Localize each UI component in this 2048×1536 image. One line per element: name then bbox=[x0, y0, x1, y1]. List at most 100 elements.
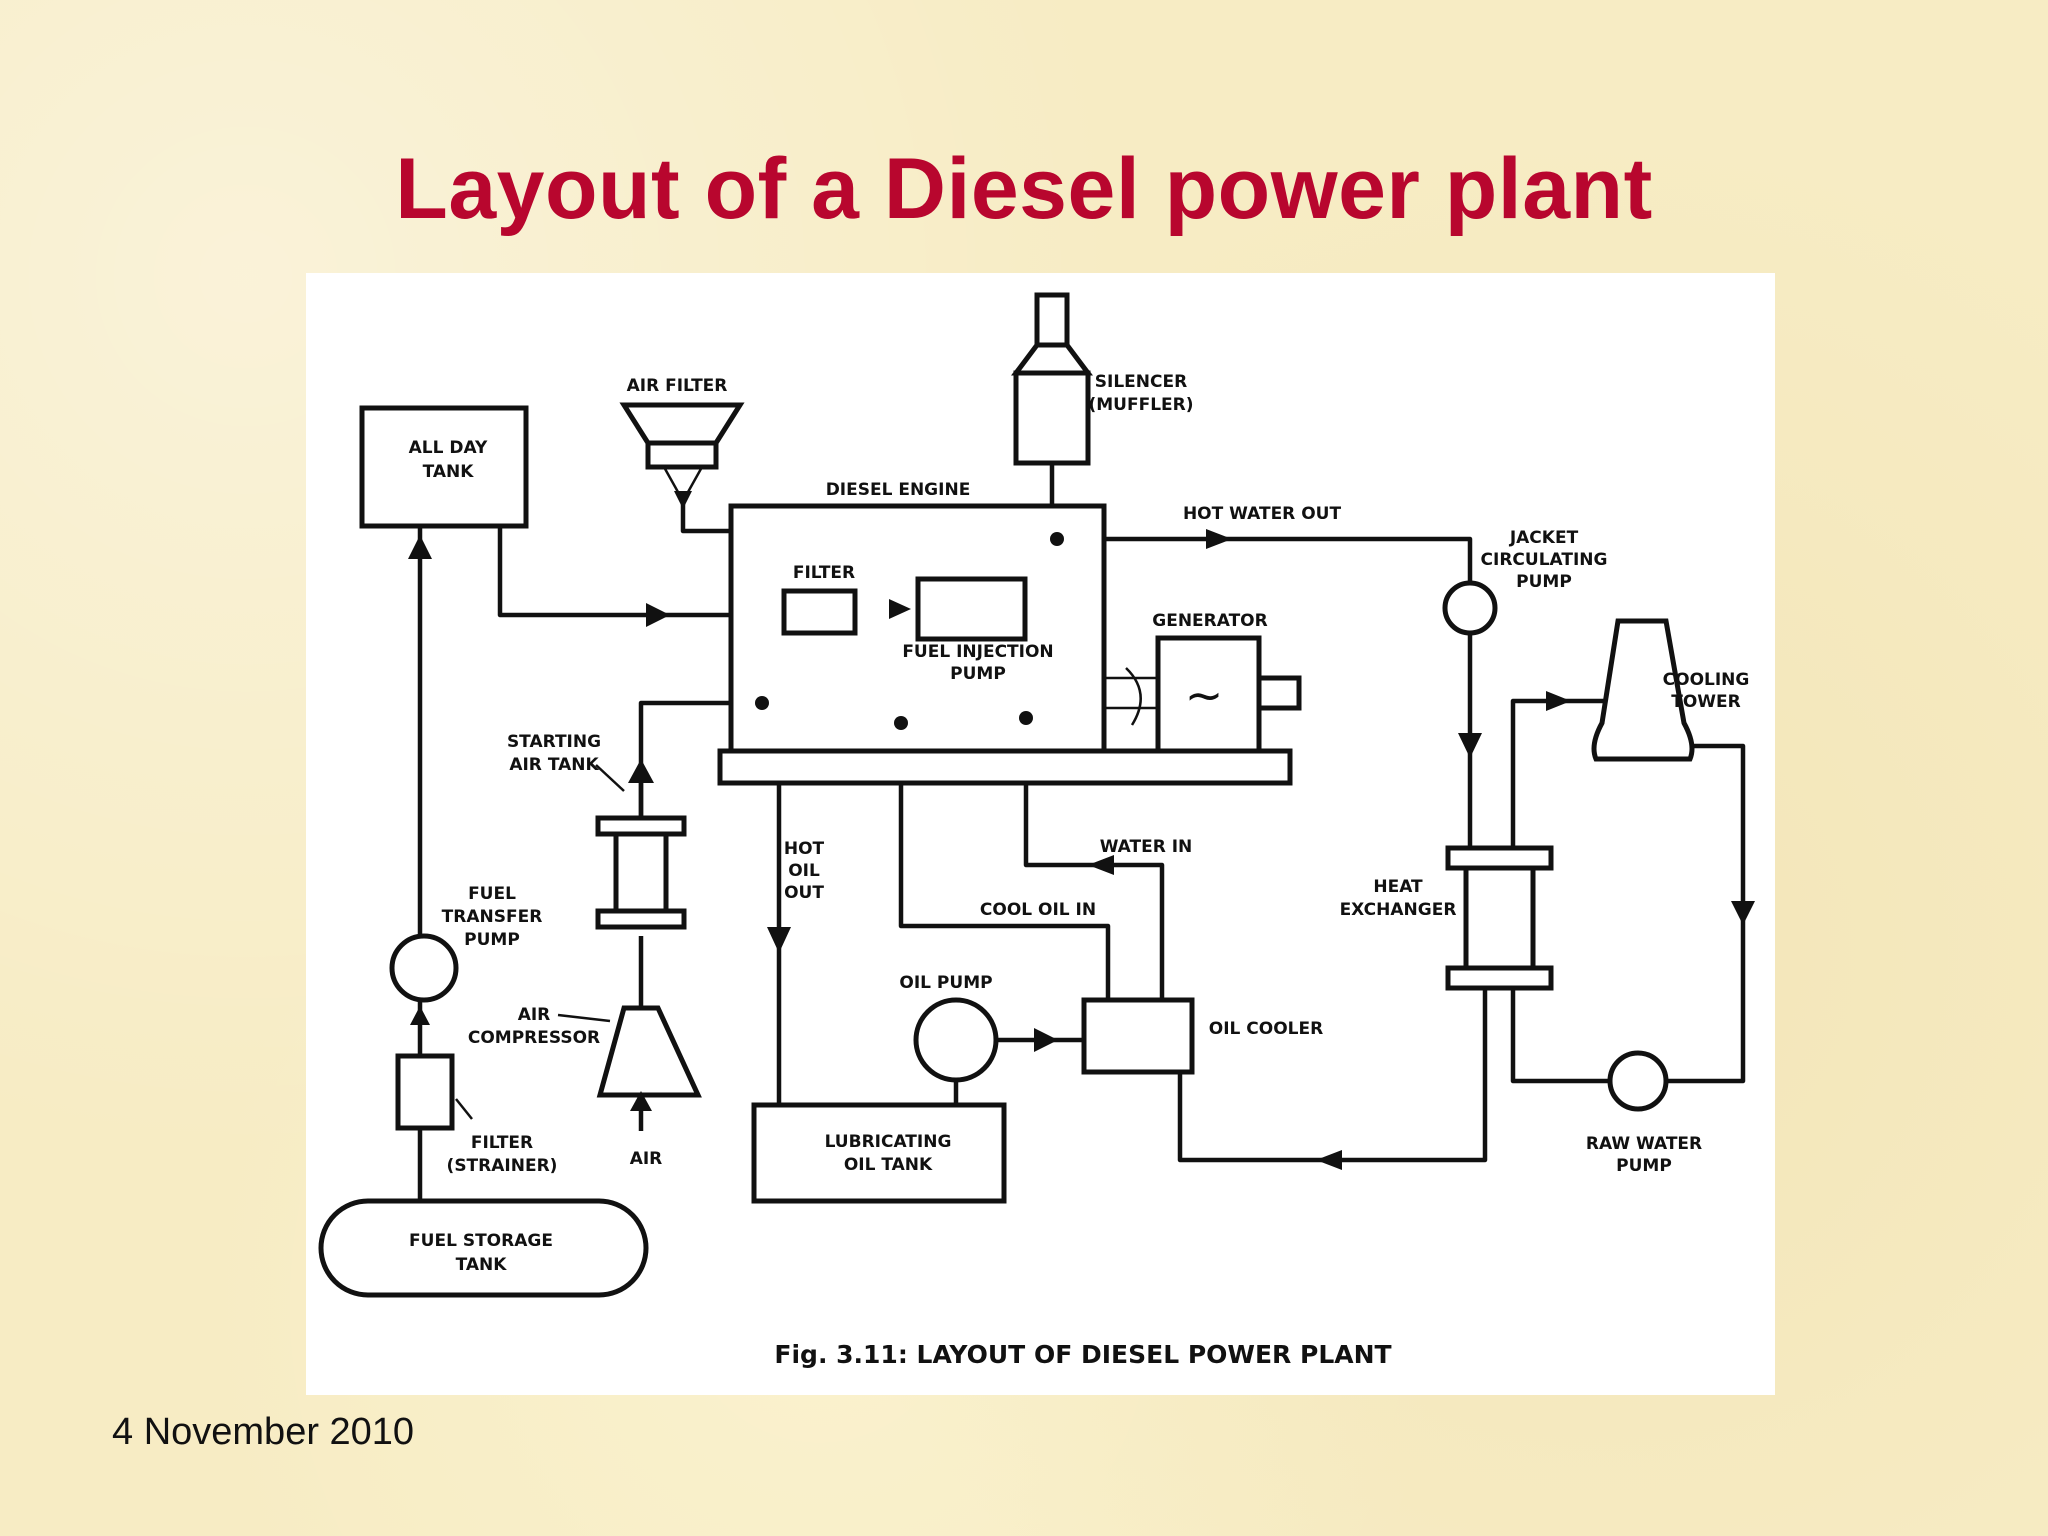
cool-oil-in-line bbox=[898, 723, 1111, 1000]
starting-air-port bbox=[755, 696, 769, 710]
hot-water-port bbox=[1050, 532, 1064, 546]
starting-air-tank-label-1: STARTING bbox=[507, 732, 601, 752]
oil-cooler-label: OIL COOLER bbox=[1209, 1019, 1323, 1039]
filter-strainer-label-1: FILTER bbox=[471, 1133, 533, 1153]
cooling-tower-label-2: TOWER bbox=[1671, 692, 1741, 712]
raw-water-pump-label-1: RAW WATER bbox=[1586, 1134, 1702, 1154]
air-compressor-label-2: COMPRESSOR bbox=[468, 1028, 600, 1048]
cool-oil-in-label: COOL OIL IN bbox=[980, 900, 1096, 920]
fuel-transfer-pump-label-1: FUEL bbox=[468, 884, 516, 904]
air-in-up-arrow bbox=[630, 1091, 652, 1111]
starting-air-tank-body bbox=[613, 831, 669, 914]
rotation-arrow bbox=[1125, 667, 1142, 726]
air-compressor-pointer bbox=[557, 1013, 611, 1023]
cooling-tower bbox=[1591, 618, 1695, 762]
filter-flow-arrow bbox=[889, 599, 911, 619]
tower-inlet-line bbox=[1510, 698, 1618, 848]
lubricating-oil-tank bbox=[751, 1102, 1007, 1204]
return-arrow bbox=[1316, 1150, 1342, 1170]
silencer-cone bbox=[1011, 342, 1093, 376]
coupling-lines bbox=[1106, 676, 1158, 710]
hot-oil-out-label-3: OUT bbox=[784, 883, 824, 903]
filter-strainer bbox=[395, 1053, 455, 1131]
generator bbox=[1155, 635, 1262, 754]
fuel-storage-tank-label-1: FUEL STORAGE bbox=[409, 1231, 553, 1251]
raw-water-down-arrow bbox=[1731, 901, 1755, 925]
air-filter-base bbox=[645, 440, 719, 470]
hot-water-arrow bbox=[1206, 529, 1232, 549]
oil-pump-arrow bbox=[1034, 1028, 1058, 1052]
day-tank-up-arrow bbox=[408, 535, 432, 559]
fuel-filter bbox=[781, 588, 858, 636]
diesel-engine-label: DIESEL ENGINE bbox=[826, 480, 971, 500]
generator-label: GENERATOR bbox=[1152, 611, 1267, 631]
starting-air-tank-label-2: AIR TANK bbox=[509, 755, 599, 775]
silencer-pipe bbox=[1034, 292, 1070, 348]
fuel-transfer-pump-label-3: PUMP bbox=[464, 930, 520, 950]
diesel-plant-diagram: ALL DAY TANK AIR FILTER SILENCER (MUFFLE… bbox=[318, 292, 1755, 1369]
fuel-injection-pump-label-1: FUEL INJECTION bbox=[902, 642, 1053, 662]
air-intake-line bbox=[680, 501, 731, 534]
hot-water-out-line bbox=[1057, 536, 1473, 583]
hx-to-oil-cooler-line bbox=[1177, 988, 1488, 1163]
silencer-label-2: (MUFFLER) bbox=[1088, 395, 1193, 415]
all-day-tank-label-1: ALL DAY bbox=[409, 438, 488, 458]
cooling-tower-label-1: COOLING bbox=[1663, 670, 1750, 690]
jacket-down-arrow bbox=[1458, 733, 1482, 758]
generator-symbol: ~ bbox=[1185, 668, 1224, 722]
engine-base-plate bbox=[717, 748, 1293, 786]
hot-oil-out-label-2: OIL bbox=[788, 861, 820, 881]
fuel-injection-pump-label-2: PUMP bbox=[950, 664, 1006, 684]
heat-exchanger-label-1: HEAT bbox=[1373, 877, 1423, 897]
fuel-storage-tank-label-2: TANK bbox=[456, 1255, 508, 1275]
water-in-label: WATER IN bbox=[1100, 837, 1193, 857]
cooling-tower-supply-line bbox=[1510, 988, 1610, 1084]
fuel-transfer-pump bbox=[389, 933, 459, 1003]
fuel-storage-tank bbox=[318, 1198, 649, 1298]
all-day-tank bbox=[359, 405, 529, 529]
cool-oil-port bbox=[894, 716, 908, 730]
oil-pump bbox=[913, 997, 999, 1083]
heat-exchanger-top-flange bbox=[1445, 845, 1554, 871]
air-filter-arrow bbox=[674, 491, 692, 509]
hot-oil-down-arrow bbox=[767, 927, 791, 953]
diagram-panel: ALL DAY TANK AIR FILTER SILENCER (MUFFLE… bbox=[306, 273, 1775, 1395]
fuel-transfer-pump-label-2: TRANSFER bbox=[442, 907, 543, 927]
lubricating-oil-tank-label-2: OIL TANK bbox=[844, 1155, 933, 1175]
tower-inlet-arrow bbox=[1546, 691, 1571, 711]
fuel-flow-arrow bbox=[646, 603, 670, 627]
jacket-circulating-pump bbox=[1442, 580, 1498, 636]
air-filter-label: AIR FILTER bbox=[627, 376, 728, 396]
lubricating-oil-tank-label-1: LUBRICATING bbox=[825, 1132, 952, 1152]
water-in-port bbox=[1019, 711, 1033, 725]
jacket-pump-label-2: CIRCULATING bbox=[1481, 550, 1608, 570]
filter-strainer-label-2: (STRAINER) bbox=[447, 1156, 558, 1176]
air-tank-up-arrow bbox=[628, 759, 654, 783]
fuel-injection-pump bbox=[915, 576, 1028, 642]
heat-exchanger-body bbox=[1463, 865, 1536, 971]
starting-air-tank-pointer bbox=[595, 764, 625, 792]
air-in-label: AIR bbox=[630, 1149, 663, 1169]
air-compressor bbox=[596, 1005, 702, 1098]
water-in-arrow bbox=[1088, 855, 1114, 875]
fuel-supply-line bbox=[497, 526, 781, 618]
filter-strainer-pointer bbox=[455, 1098, 473, 1120]
oil-cooler bbox=[1081, 997, 1195, 1075]
raw-water-return-line bbox=[1666, 743, 1746, 1084]
raw-water-pump bbox=[1607, 1050, 1669, 1112]
hot-water-out-label: HOT WATER OUT bbox=[1183, 504, 1341, 524]
slide-date: 4 November 2010 bbox=[112, 1411, 415, 1453]
oil-pump-label: OIL PUMP bbox=[899, 973, 992, 993]
raw-water-pump-label-2: PUMP bbox=[1616, 1156, 1672, 1176]
hot-oil-out-label-1: HOT bbox=[784, 839, 825, 859]
figure-caption: Fig. 3.11: LAYOUT OF DIESEL POWER PLANT bbox=[774, 1340, 1391, 1369]
jacket-pump-label-1: JACKET bbox=[1509, 528, 1579, 548]
slide-title: Layout of a Diesel power plant bbox=[395, 141, 1653, 237]
air-compressor-label-1: AIR bbox=[518, 1005, 551, 1025]
air-filter bbox=[619, 402, 745, 446]
silencer-body bbox=[1013, 370, 1091, 466]
filter-label: FILTER bbox=[793, 563, 855, 583]
silencer-label-1: SILENCER bbox=[1095, 372, 1187, 392]
transfer-pump-up-arrow bbox=[410, 1006, 430, 1025]
jacket-pump-label-3: PUMP bbox=[1516, 572, 1572, 592]
